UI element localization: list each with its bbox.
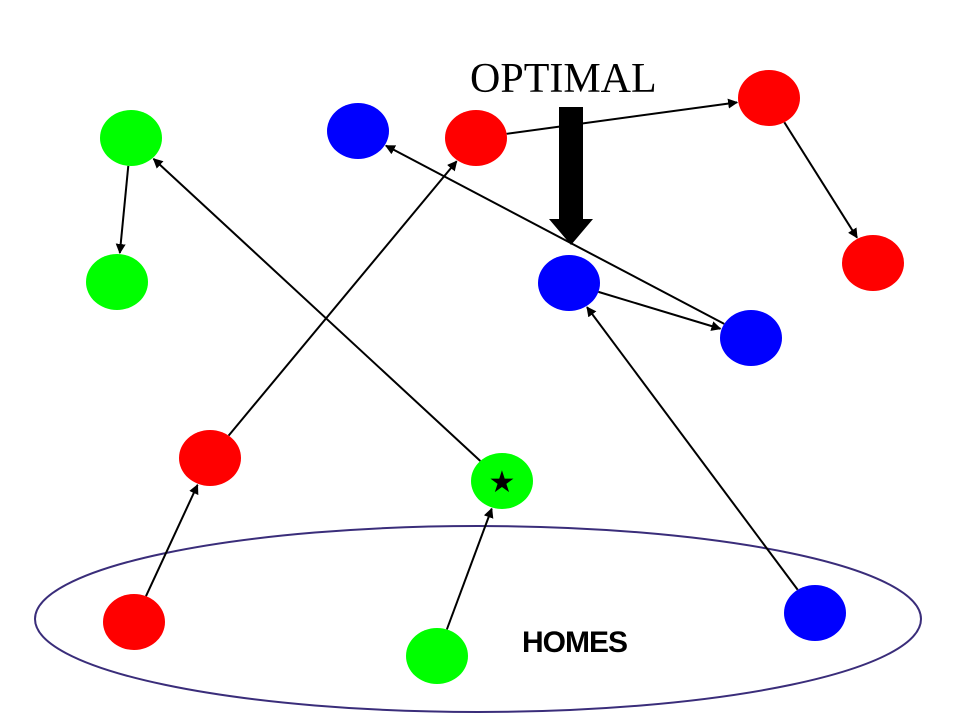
edge-r-top-to-r-topright [506, 98, 739, 135]
nodes-layer: ★ [86, 70, 904, 684]
edge-g-star-to-g-topleft [152, 158, 482, 462]
node-r-mid [179, 430, 241, 486]
node-r-home [103, 594, 165, 650]
node-b-top [327, 103, 389, 159]
optimal-arrow-icon [549, 107, 593, 245]
edge-b-home-to-b-mid [586, 306, 799, 591]
node-b-home [784, 585, 846, 641]
star-icon: ★ [489, 465, 516, 500]
homes-label: HOMES [522, 626, 627, 659]
node-r-right [842, 235, 904, 291]
node-r-topright [738, 70, 800, 126]
edge-g-topleft-to-g-left [115, 165, 130, 254]
edge-r-home-to-r-mid [145, 483, 199, 597]
edge-b-mid-to-b-right [598, 290, 722, 331]
node-g-left [86, 254, 148, 310]
node-g-home [406, 628, 468, 684]
node-b-mid [538, 255, 600, 311]
edge-r-topright-to-r-right [783, 121, 858, 239]
node-r-top [445, 110, 507, 166]
node-g-topleft [100, 110, 162, 166]
node-b-right [720, 310, 782, 366]
edges-layer [115, 98, 858, 630]
optimal-label: OPTIMAL [470, 56, 657, 102]
edge-b-right-to-b-top [384, 144, 725, 325]
edge-g-home-to-g-star [445, 507, 494, 630]
edge-r-mid-to-r-top [227, 160, 458, 437]
homes-ellipse [34, 525, 922, 713]
node-g-star [471, 453, 533, 509]
